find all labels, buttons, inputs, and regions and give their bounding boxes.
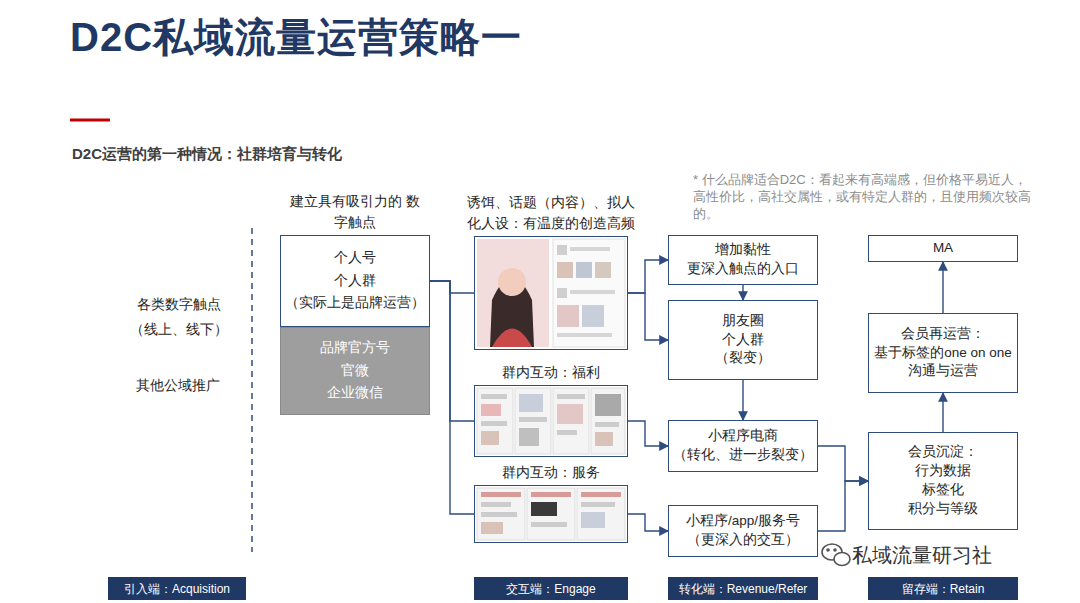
box-text: 交互端：Engage xyxy=(506,580,595,598)
process-box: 建立具有吸引力的 数字触点个人号个人群（实际上是品牌运营） xyxy=(280,235,430,327)
box-text: 转化端：Revenue/Refer xyxy=(679,580,808,598)
screenshot-frame: 群内互动：福利 xyxy=(474,385,628,457)
process-box: 朋友圈个人群（裂变） xyxy=(668,300,818,380)
box-text: 标签化 xyxy=(922,481,964,500)
box-text: 行为数据 xyxy=(915,462,971,481)
process-box: 会员沉淀：行为数据标签化积分与等级 xyxy=(868,432,1018,530)
box-heading: 建立具有吸引力的 数字触点 xyxy=(290,191,420,232)
box-text: （实际上是品牌运营） xyxy=(285,292,425,315)
box-text: 更深入触点的入口 xyxy=(687,260,799,279)
process-box: 会员再运营：基于标签的one on one沟通与运营 xyxy=(868,313,1018,393)
side-label: 各类数字触点 （线上、线下） xyxy=(126,292,232,341)
box-text: 积分与等级 xyxy=(908,500,978,519)
flow-connector xyxy=(942,262,943,313)
flow-connector xyxy=(628,260,668,293)
stage-band: 留存端：Retain xyxy=(868,577,1018,600)
note-text: * 什么品牌适合D2C：看起来有高端感，但价格平易近人，高性价比，高社交属性，或… xyxy=(693,172,1033,223)
accent-line xyxy=(70,119,110,122)
box-text: 个人群 xyxy=(722,331,764,350)
box-heading: 诱饵、话题（内容）、拟人化人设：有温度的创造高频 xyxy=(465,192,637,233)
divider-line xyxy=(251,228,253,552)
flow-connector xyxy=(628,514,668,531)
box-text: 企业微信 xyxy=(327,382,383,405)
flow-connector xyxy=(628,421,668,446)
process-box: 小程序/app/服务号（更深入的交互） xyxy=(668,505,818,557)
flow-connector xyxy=(818,446,868,481)
box-text: 基于标签的one on one xyxy=(874,344,1012,363)
box-heading: 群内互动：服务 xyxy=(502,462,600,482)
box-text: （转化、进一步裂变） xyxy=(673,446,813,465)
watermark: 私域流量研习社 xyxy=(852,542,992,568)
box-text: 留存端：Retain xyxy=(902,580,985,598)
box-text: 引入端：Acquisition xyxy=(124,580,230,598)
box-text: 个人群 xyxy=(334,270,376,293)
flow-connector xyxy=(742,380,743,420)
box-text: 官微 xyxy=(341,360,369,383)
subtitle: D2C运营的第一种情况：社群培育与转化 xyxy=(72,144,342,164)
wechat-icon xyxy=(822,544,850,566)
screenshot-illustration xyxy=(477,239,625,347)
stage-band: 转化端：Revenue/Refer xyxy=(668,577,818,600)
chat-illustration xyxy=(477,388,625,454)
stage-band: 交互端：Engage xyxy=(474,577,628,600)
process-box: 增加黏性更深入触点的入口 xyxy=(668,235,818,285)
box-text: MA xyxy=(933,239,953,258)
process-box: 小程序电商（转化、进一步裂变） xyxy=(668,420,818,472)
side-label: 其他公域推广 xyxy=(136,376,220,394)
box-text: 会员沉淀： xyxy=(908,443,978,462)
box-text: 个人号 xyxy=(334,247,376,270)
page-title: D2C私域流量运营策略一 xyxy=(70,10,522,65)
box-text: 会员再运营： xyxy=(901,325,985,344)
stage-band: 引入端：Acquisition xyxy=(108,577,246,600)
screenshot-frame: 群内互动：服务 xyxy=(474,485,628,543)
box-heading: 群内互动：福利 xyxy=(502,362,600,382)
process-box: MA xyxy=(868,235,1018,262)
flow-connector xyxy=(430,281,474,514)
channel-box: 品牌官方号官微企业微信 xyxy=(280,327,430,415)
box-text: 沟通与运营 xyxy=(908,362,978,381)
flow-connector xyxy=(628,293,668,340)
box-text: （更深入的交互） xyxy=(687,531,799,550)
flow-connector xyxy=(430,281,474,421)
flow-connector xyxy=(430,281,474,293)
box-text: 小程序电商 xyxy=(708,427,778,446)
flow-connector xyxy=(942,393,943,432)
box-text: 朋友圈 xyxy=(722,312,764,331)
box-text: 小程序/app/服务号 xyxy=(686,512,800,531)
flow-connector xyxy=(742,285,743,300)
box-text: （裂变） xyxy=(715,349,771,368)
box-text: 品牌官方号 xyxy=(320,337,390,360)
chat-illustration xyxy=(477,488,625,540)
flow-connector xyxy=(818,481,868,531)
box-text: 增加黏性 xyxy=(715,241,771,260)
screenshot-frame: 诱饵、话题（内容）、拟人化人设：有温度的创造高频 xyxy=(474,236,628,350)
